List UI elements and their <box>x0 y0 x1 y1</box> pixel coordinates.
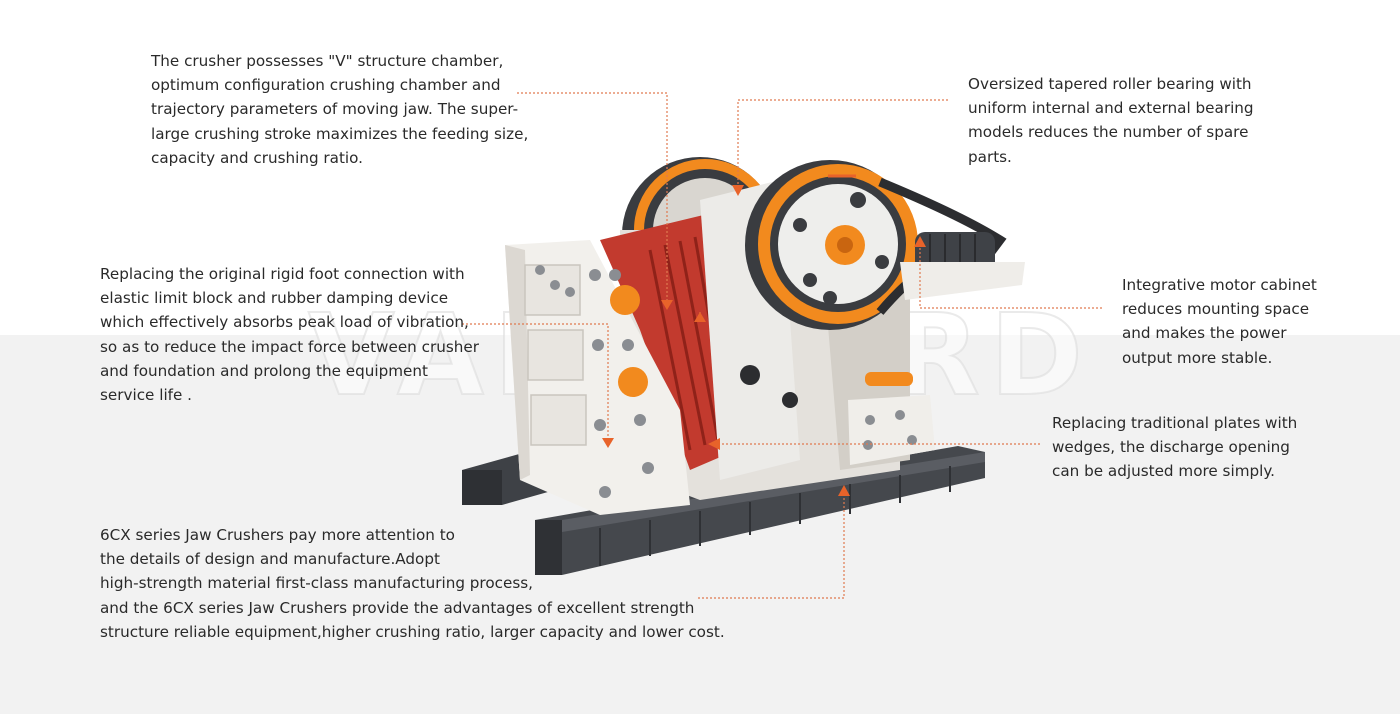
callout-v-chamber: The crusher possesses "V" structure cham… <box>151 49 528 170</box>
callout-line: can be adjusted more simply. <box>1052 462 1275 481</box>
callout-line: high-strength material first-class manuf… <box>100 574 533 593</box>
callout-line: and the 6CX series Jaw Crushers provide … <box>100 598 695 617</box>
callout-wedges: Replacing traditional plates with wedges… <box>1052 411 1297 484</box>
callout-line: optimum configuration crushing chamber a… <box>151 76 501 95</box>
callout-line: and foundation and prolong the equipment <box>100 361 428 380</box>
callout-line: the details of design and manufacture.Ad… <box>100 550 440 569</box>
callout-line: parts. <box>968 147 1012 166</box>
callout-line: and makes the power <box>1122 324 1287 343</box>
motor-assembly <box>876 177 1025 315</box>
callout-foot-connection: Replacing the original rigid foot connec… <box>100 262 479 407</box>
callout-line: service life . <box>100 386 193 405</box>
callout-line: Replacing traditional plates with <box>1052 414 1298 432</box>
callout-line: Integrative motor cabinet <box>1122 276 1317 294</box>
callout-line: uniform internal and external bearing <box>968 99 1254 118</box>
leader-arrows <box>602 185 926 496</box>
callout-line: output more stable. <box>1122 348 1273 367</box>
callout-line: reduces mounting space <box>1122 300 1310 319</box>
callout-line: structure reliable equipment,higher crus… <box>100 622 725 641</box>
callout-series-summary: 6CX series Jaw Crushers pay more attenti… <box>100 523 725 644</box>
callout-line: so as to reduce the impact force between… <box>100 337 479 356</box>
callout-line: elastic limit block and rubber damping d… <box>100 289 449 308</box>
callout-line: Replacing the original rigid foot connec… <box>100 265 465 283</box>
callout-motor-cabinet: Integrative motor cabinet reduces mounti… <box>1122 273 1317 370</box>
right-foot <box>848 372 935 465</box>
callout-line: trajectory parameters of moving jaw. The… <box>151 100 519 119</box>
front-flywheel <box>745 160 918 330</box>
callout-line: which effectively absorbs peak load of v… <box>100 313 469 332</box>
callout-line: Oversized tapered roller bearing with <box>968 75 1252 93</box>
callout-line: 6CX series Jaw Crushers pay more attenti… <box>100 526 455 544</box>
callout-line: large crushing stroke maximizes the feed… <box>151 124 529 143</box>
callout-line: models reduces the number of spare <box>968 123 1249 142</box>
callout-line: wedges, the discharge opening <box>1052 438 1290 457</box>
callout-bearing: Oversized tapered roller bearing with un… <box>968 72 1254 169</box>
callout-line: The crusher possesses "V" structure cham… <box>151 52 504 70</box>
callout-line: capacity and crushing ratio. <box>151 148 363 167</box>
left-side-frame <box>505 240 690 515</box>
